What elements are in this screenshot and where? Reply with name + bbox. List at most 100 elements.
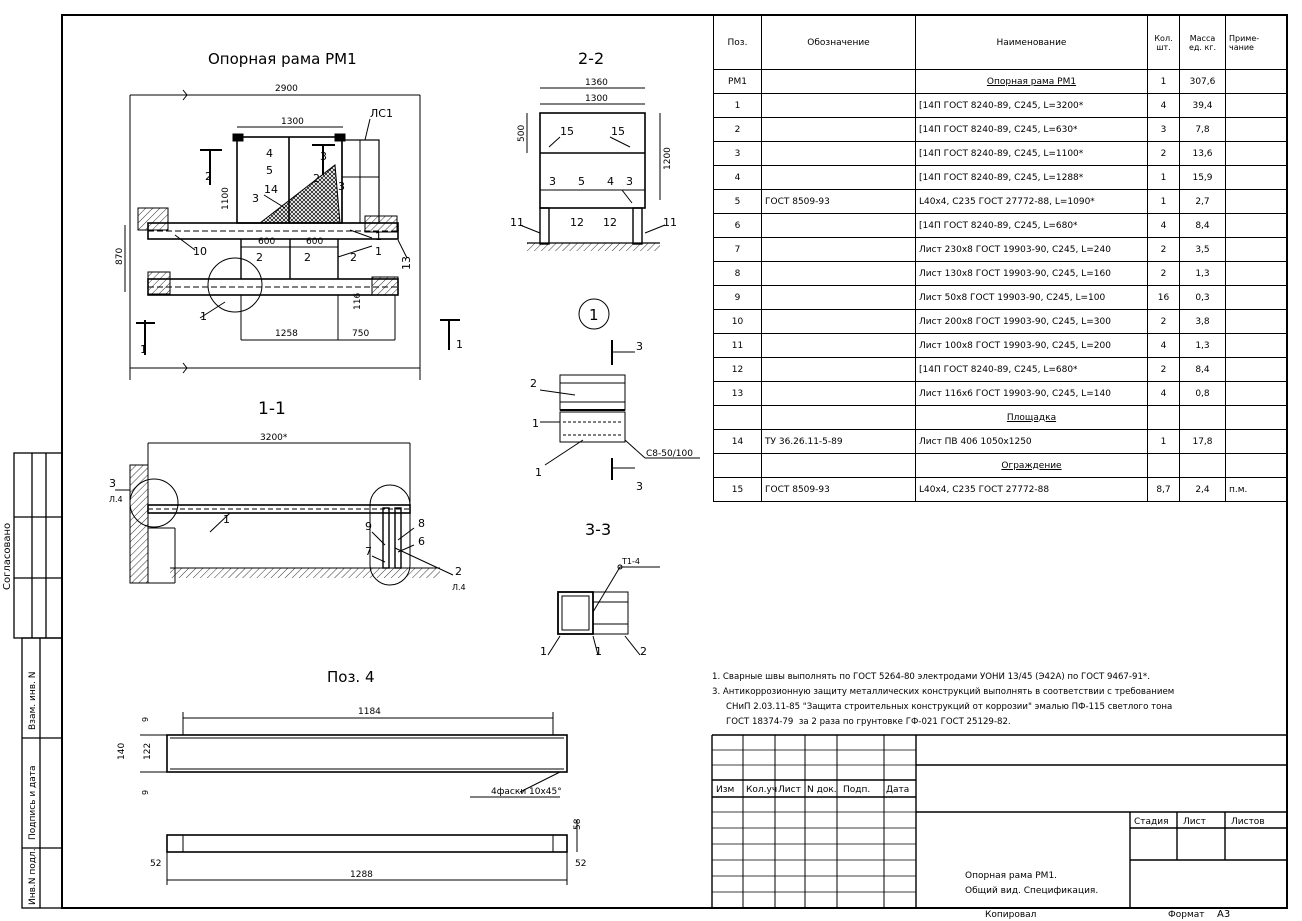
node-mark-1a: 1 bbox=[532, 417, 539, 430]
dim-600a: 600 bbox=[258, 237, 275, 247]
spec-cell-qty: 4 bbox=[1147, 93, 1180, 118]
node-cut-3a: 3 bbox=[636, 340, 643, 353]
spec-cell-name: [14П ГОСТ 8240-89, С245, L=1100* bbox=[915, 141, 1148, 166]
spec-cell-note bbox=[1225, 189, 1287, 214]
specification-table: Поз. Обозначение Наименование Кол. шт. М… bbox=[713, 15, 1287, 502]
spec-cell-qty: 4 bbox=[1147, 213, 1180, 238]
spec-cell-mass: 39,4 bbox=[1179, 93, 1226, 118]
spec-cell-qty: 2 bbox=[1147, 357, 1180, 382]
spec-cell-note bbox=[1225, 261, 1287, 286]
mark-10: 10 bbox=[193, 245, 207, 258]
spec-cell-name: Лист 50х8 ГОСТ 19903-90, С245, L=100 bbox=[915, 285, 1148, 310]
spec-cell-qty: 1 bbox=[1147, 69, 1180, 94]
spec-cell-mass: 2,7 bbox=[1179, 189, 1226, 214]
spec-cell-note bbox=[1225, 213, 1287, 238]
mark-14: 14 bbox=[264, 183, 278, 196]
section-2-2-title: 2-2 bbox=[578, 49, 604, 68]
spec-cell-designation bbox=[761, 381, 916, 406]
spec-cell-name: Ограждение bbox=[915, 453, 1148, 478]
title-block bbox=[711, 734, 1287, 908]
mark-3a: 3 bbox=[252, 192, 259, 205]
spec-cell-pos: РМ1 bbox=[713, 69, 762, 94]
s22-dim-500: 500 bbox=[517, 125, 527, 142]
main-view: Опорная рама РМ1 bbox=[115, 50, 463, 380]
tb-name-line1: Опорная рама РМ1. bbox=[965, 871, 1057, 881]
spec-header-name: Наименование bbox=[915, 15, 1148, 70]
s22-mark-15a: 15 bbox=[560, 125, 574, 138]
mark-5: 5 bbox=[266, 164, 273, 177]
spec-header-note: Приме- чание bbox=[1225, 15, 1287, 70]
stamp-soglasovano: Согласовано bbox=[2, 523, 13, 590]
pos4-dim-1288: 1288 bbox=[350, 870, 373, 880]
spec-cell-note bbox=[1225, 309, 1287, 334]
spec-cell-designation bbox=[761, 237, 916, 262]
spec-cell-pos: 9 bbox=[713, 285, 762, 310]
tb-format: Формат bbox=[1168, 910, 1205, 920]
spec-cell-pos bbox=[713, 453, 762, 478]
node-1-label: 1 bbox=[589, 306, 599, 324]
spec-cell-designation bbox=[761, 333, 916, 358]
dim-1258: 1258 bbox=[275, 329, 298, 339]
spec-cell-qty: 4 bbox=[1147, 381, 1180, 406]
spec-cell-note: п.м. bbox=[1225, 477, 1287, 502]
spec-cell-qty: 2 bbox=[1147, 309, 1180, 334]
s11-mark-3-sheet: Л.4 bbox=[109, 495, 123, 504]
spec-cell-pos bbox=[713, 405, 762, 430]
spec-cell-pos: 2 bbox=[713, 117, 762, 142]
mark-2e: 2 bbox=[350, 251, 357, 264]
spec-cell-name: L40х4, С235 ГОСТ 27772-88, L=1090* bbox=[915, 189, 1148, 214]
s22-mark-3a: 3 bbox=[549, 175, 556, 188]
s11-mark-2-sheet: Л.4 bbox=[452, 583, 466, 592]
node-mark-2: 2 bbox=[530, 377, 537, 390]
spec-cell-note bbox=[1225, 285, 1287, 310]
dim-1100: 1100 bbox=[221, 187, 231, 210]
mark-ls1: ЛС1 bbox=[370, 107, 393, 120]
side-stamp bbox=[13, 452, 63, 909]
spec-cell-mass: 3,5 bbox=[1179, 237, 1226, 262]
spec-cell-qty: 8,7 bbox=[1147, 477, 1180, 502]
spec-cell-designation bbox=[761, 213, 916, 238]
mark-4: 4 bbox=[266, 147, 273, 160]
node-weld: С8-50/100 bbox=[646, 449, 693, 459]
s22-mark-4: 4 bbox=[607, 175, 614, 188]
spec-header-qty: Кол. шт. bbox=[1147, 15, 1180, 70]
tb-col-izm: Изм bbox=[716, 785, 734, 795]
dim-870: 870 bbox=[115, 248, 125, 265]
s11-mark-3: 3 bbox=[109, 477, 116, 490]
spec-cell-name: [14П ГОСТ 8240-89, С245, L=680* bbox=[915, 213, 1148, 238]
spec-cell-note bbox=[1225, 357, 1287, 382]
section-3-3-title: 3-3 bbox=[585, 520, 611, 539]
s22-dim-1360: 1360 bbox=[585, 78, 608, 88]
s22-mark-15b: 15 bbox=[611, 125, 625, 138]
pos-4: Поз. 4 1184 9 140 122 9 4фаски 10х45° 58 bbox=[117, 668, 586, 885]
spec-cell-designation bbox=[761, 261, 916, 286]
spec-cell-qty: 2 bbox=[1147, 237, 1180, 262]
spec-cell-pos: 4 bbox=[713, 165, 762, 190]
section-2-2: 2-2 1360 1300 500 1200 15 15 3 5 4 3 bbox=[510, 49, 677, 251]
spec-cell-qty bbox=[1147, 405, 1180, 430]
spec-cell-designation bbox=[761, 453, 916, 478]
pos4-dim-122: 122 bbox=[143, 743, 153, 760]
spec-cell-name: Лист 230х8 ГОСТ 19903-90, С245, L=240 bbox=[915, 237, 1148, 262]
pos4-chamfer: 4фаски 10х45° bbox=[491, 787, 562, 797]
mark-1b: 1 bbox=[375, 245, 382, 258]
spec-cell-designation bbox=[761, 141, 916, 166]
spec-cell-note bbox=[1225, 93, 1287, 118]
pos4-title: Поз. 4 bbox=[327, 668, 375, 686]
s11-mark-6: 6 bbox=[418, 535, 425, 548]
tb-col-podp: Подп. bbox=[843, 785, 870, 795]
mark-2a: 2 bbox=[313, 172, 320, 185]
spec-cell-pos: 14 bbox=[713, 429, 762, 454]
spec-cell-designation bbox=[761, 93, 916, 118]
stamp-vzam: Взам. инв. N bbox=[28, 672, 38, 730]
spec-cell-pos: 13 bbox=[713, 381, 762, 406]
spec-cell-qty: 4 bbox=[1147, 333, 1180, 358]
note-3-cont-1: СНиП 2.03.11-85 "Защита строительных кон… bbox=[726, 702, 1173, 712]
dim-1300: 1300 bbox=[281, 117, 304, 127]
stamp-podpis: Подпись и дата bbox=[28, 765, 38, 840]
tb-stadiya: Стадия bbox=[1134, 817, 1169, 827]
spec-header-designation: Обозначение bbox=[761, 15, 916, 70]
s11-dim-3200: 3200* bbox=[260, 433, 288, 443]
